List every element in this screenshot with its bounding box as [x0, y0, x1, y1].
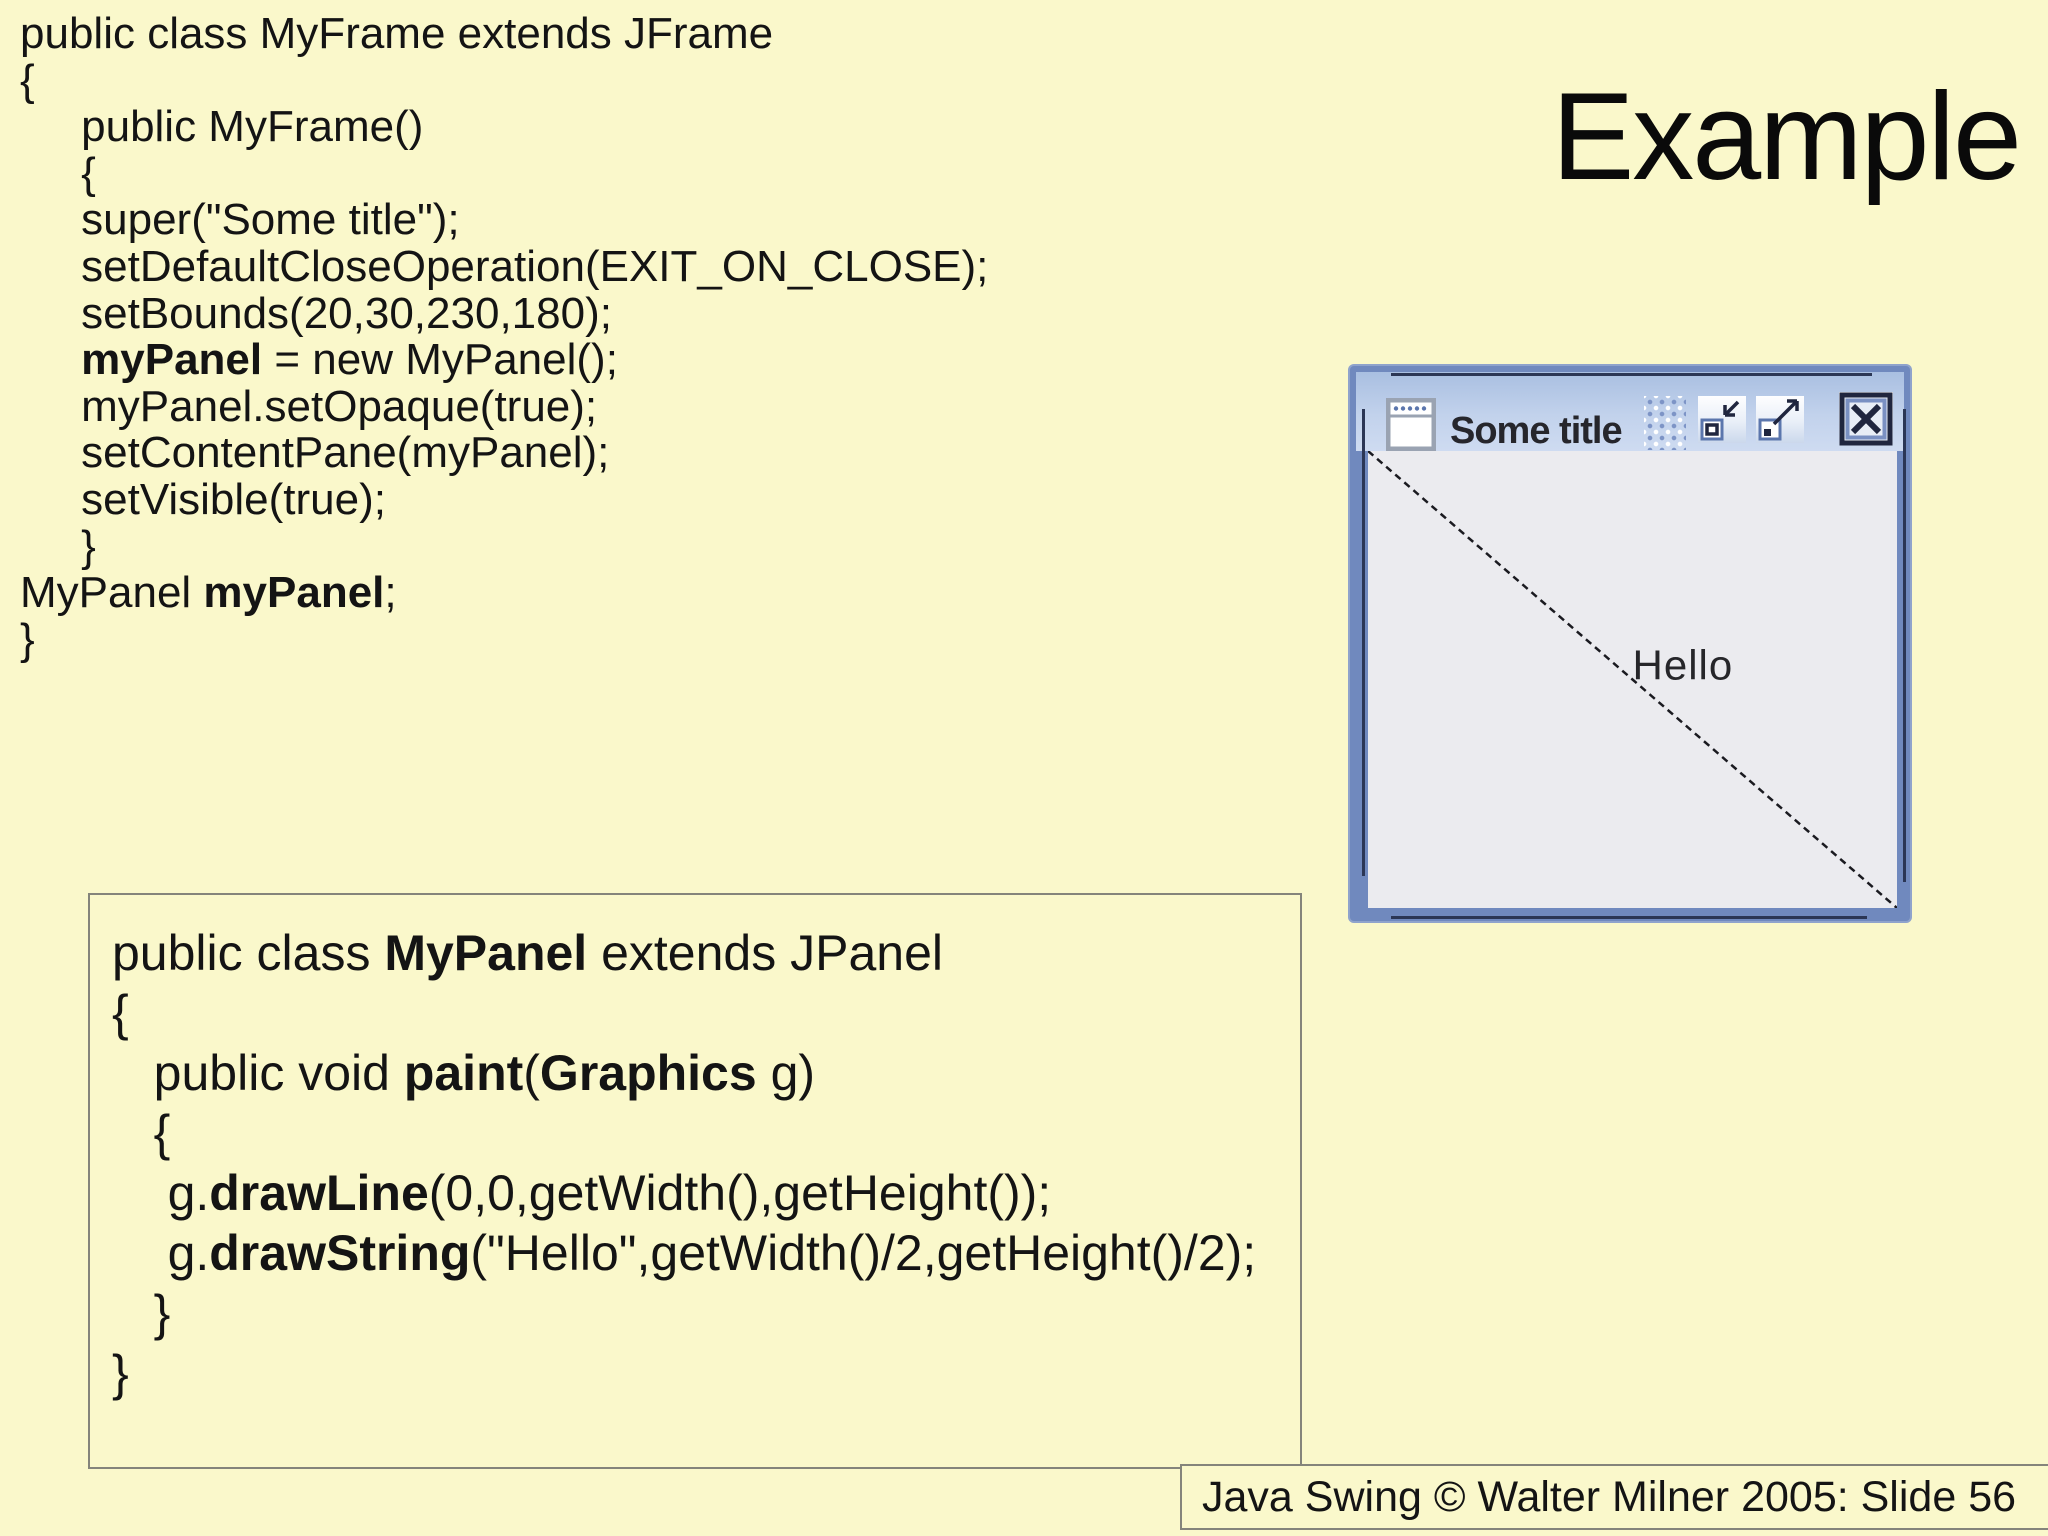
window-titlebar[interactable]: Some title — [1356, 372, 1904, 452]
maximize-button[interactable] — [1756, 396, 1804, 443]
code-line: public MyFrame() — [20, 102, 424, 152]
code-line: public class MyPanel extends JPanel — [112, 925, 943, 981]
swing-window: Some title — [1348, 364, 1912, 923]
myframe-code-block: public class MyFrame extends JFrame{ pub… — [20, 9, 989, 664]
window-title: Some title — [1450, 410, 1623, 452]
slide-footer: Java Swing © Walter Milner 2005: Slide 5… — [1180, 1464, 2048, 1530]
window-frame-groove-bottom — [1391, 916, 1867, 919]
code-line: g.drawString("Hello",getWidth()/2,getHei… — [112, 1225, 1257, 1281]
code-line: super("Some title"); — [20, 195, 460, 245]
page-title: Example — [1551, 68, 2022, 206]
code-line: myPanel.setOpaque(true); — [20, 381, 598, 431]
code-line: myPanel = new MyPanel(); — [81, 335, 618, 385]
code-line: { — [112, 1105, 171, 1161]
code-line: { — [20, 55, 35, 105]
code-line: } — [112, 1285, 171, 1341]
window-frame-groove-left — [1362, 409, 1365, 876]
mypanel-code-block: public class MyPanel extends JPanel{ pub… — [112, 923, 1256, 1403]
minimize-button[interactable] — [1698, 396, 1746, 443]
code-line: { — [20, 148, 96, 198]
code-line: setBounds(20,30,230,180); — [20, 288, 612, 338]
slide-footer-text: Java Swing © Walter Milner 2005: Slide 5… — [1202, 1472, 2017, 1521]
minimize-icon — [1700, 400, 1740, 441]
code-line: setVisible(true); — [20, 474, 386, 524]
window-frame-groove-right — [1903, 409, 1906, 882]
window-frame-groove-top — [1391, 373, 1872, 376]
code-line: g.drawLine(0,0,getWidth(),getHeight()); — [112, 1165, 1052, 1221]
code-line: } — [112, 1345, 129, 1401]
window-canvas: Hello — [1368, 451, 1897, 908]
close-icon — [1839, 392, 1893, 446]
diagonal-line — [1368, 451, 1897, 908]
code-line: setDefaultCloseOperation(EXIT_ON_CLOSE); — [20, 241, 989, 291]
code-line: } — [20, 521, 96, 571]
close-button[interactable] — [1839, 392, 1893, 446]
code-line: setContentPane(myPanel); — [20, 428, 610, 478]
code-line: public class MyFrame extends JFrame — [20, 9, 774, 58]
mypanel-code-box: public class MyPanel extends JPanel{ pub… — [88, 893, 1302, 1469]
java-window-icon — [1386, 398, 1436, 451]
hello-text: Hello — [1632, 641, 1734, 689]
maximize-icon — [1758, 399, 1799, 441]
code-line: { — [112, 985, 129, 1041]
code-line: } — [20, 614, 35, 664]
code-line: MyPanel myPanel; — [20, 568, 397, 618]
code-line: public void paint(Graphics g) — [112, 1045, 816, 1101]
titlebar-bump-texture — [1644, 396, 1686, 450]
